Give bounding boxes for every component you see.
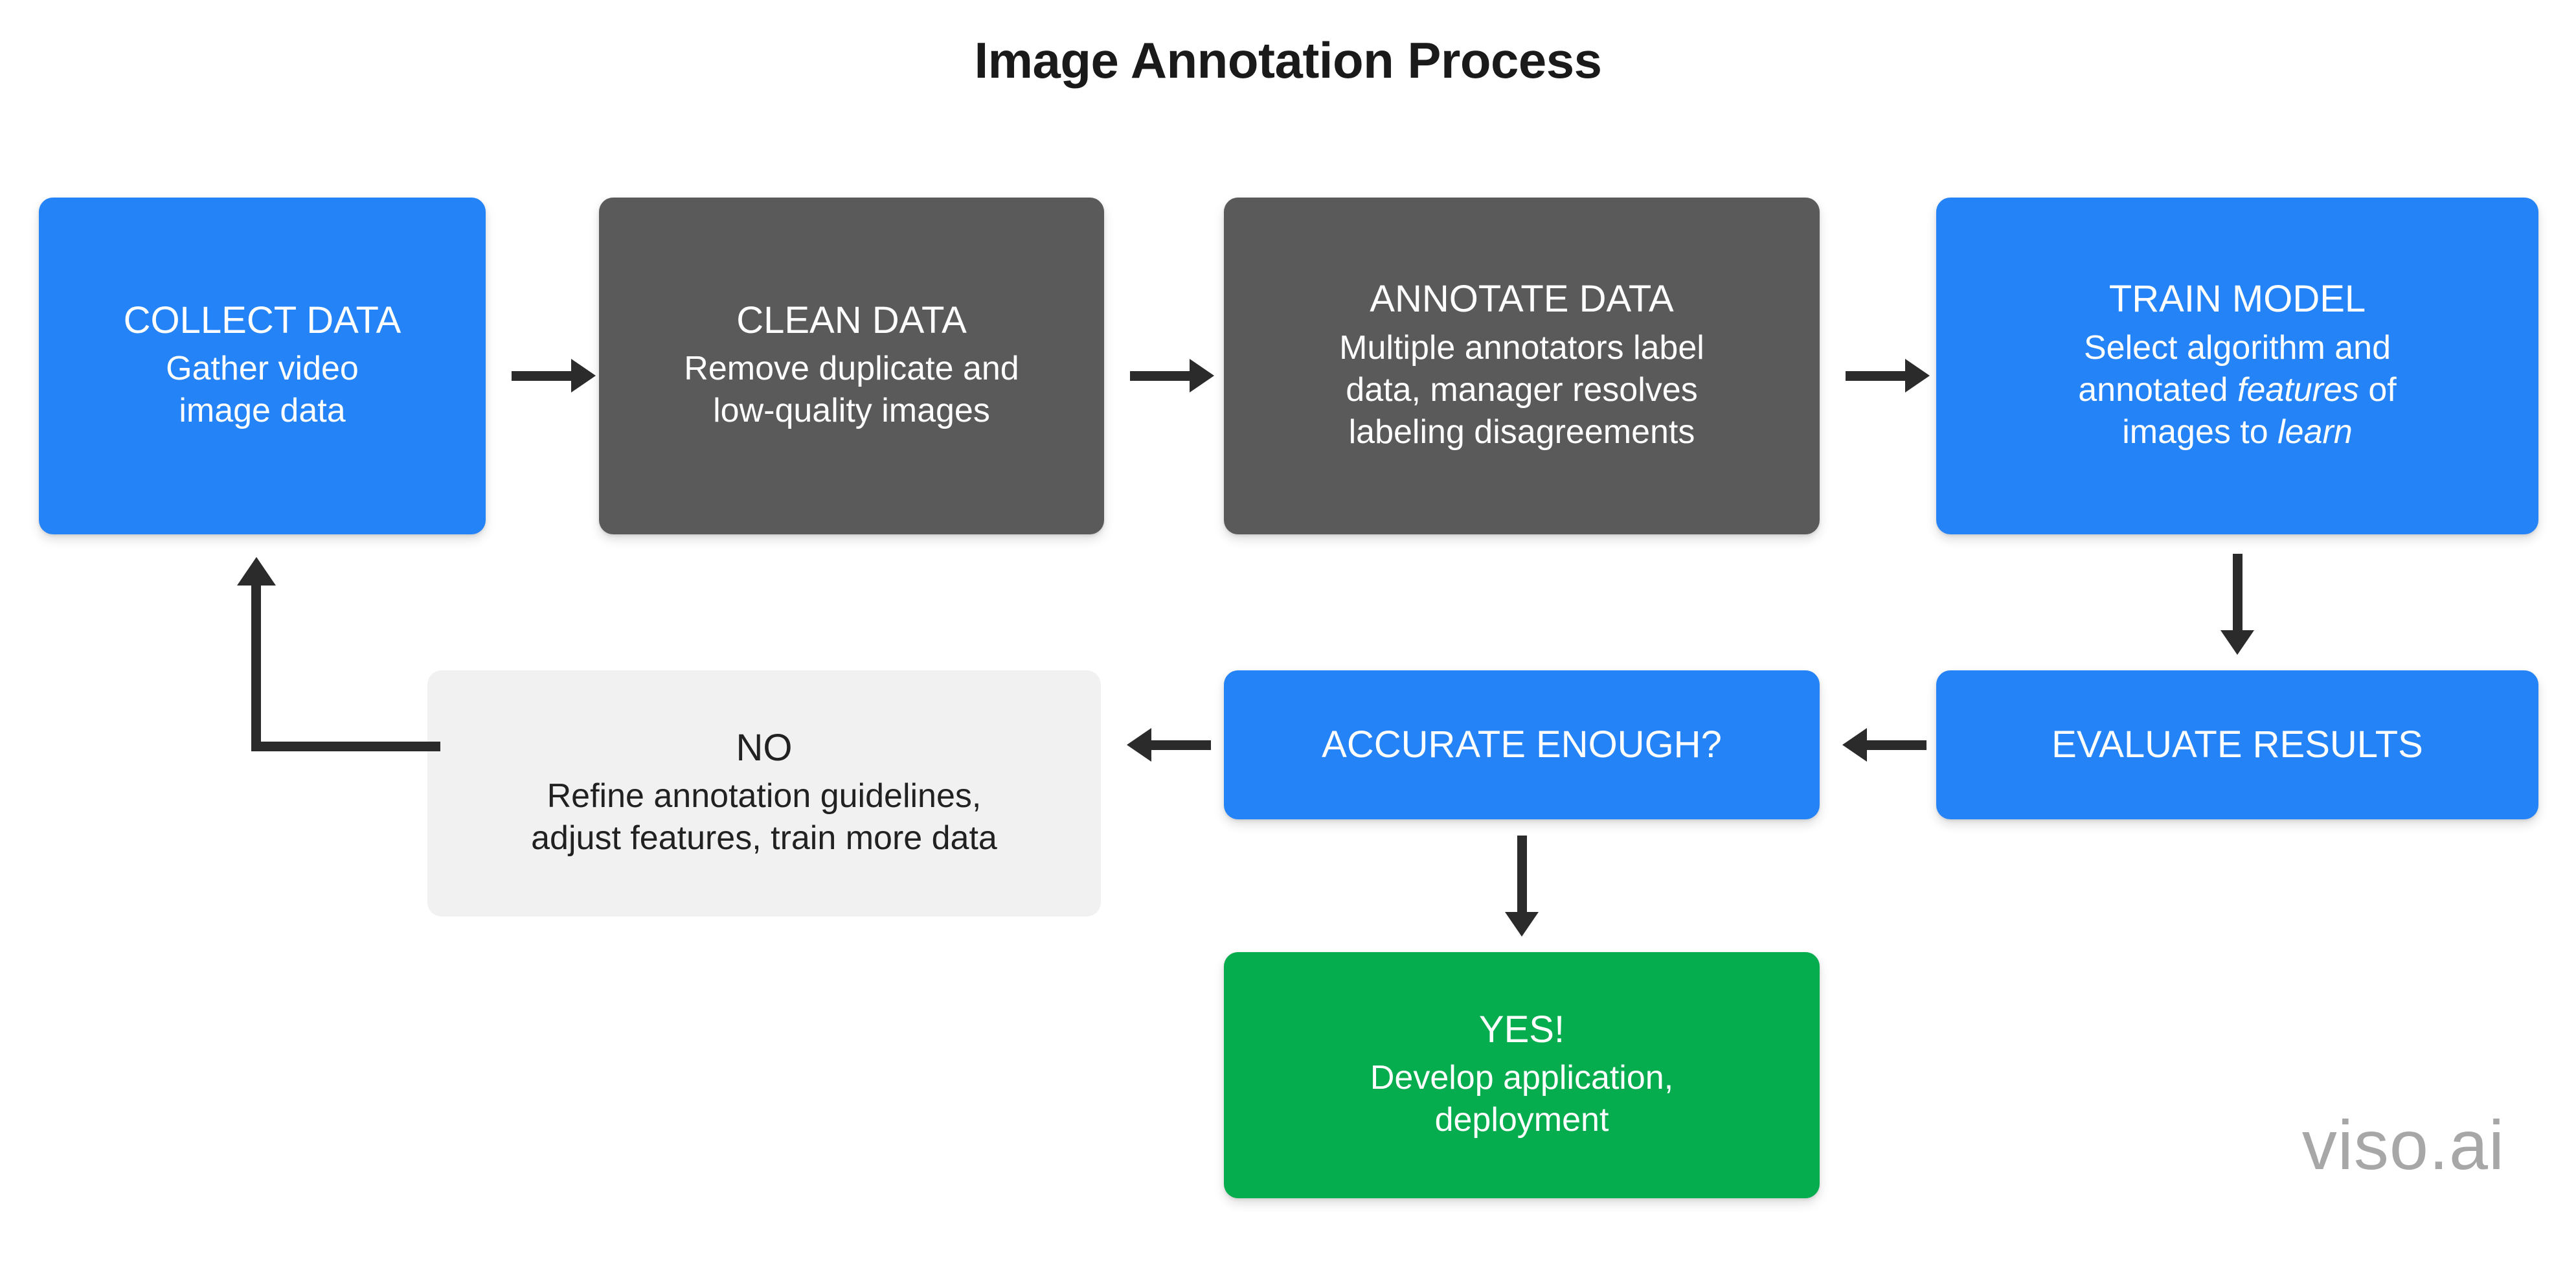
node-yes-branch-heading: YES! (1478, 1008, 1565, 1051)
node-train-model-heading: TRAIN MODEL (2108, 278, 2366, 321)
node-train-model-line2-post: of (2358, 370, 2397, 409)
node-accurate-enough[interactable]: ACCURATE ENOUGH? (1224, 670, 1820, 819)
arrow-collect-to-clean (512, 350, 596, 402)
node-clean-data-body: Remove duplicate and low-quality images (684, 348, 1019, 432)
node-train-model-line2-pre: annotated (2078, 370, 2238, 409)
node-yes-branch-line2: deployment (1434, 1101, 1609, 1139)
node-evaluate-results[interactable]: EVALUATE RESULTS (1936, 670, 2538, 819)
node-no-branch[interactable]: NO Refine annotation guidelines, adjust … (427, 670, 1101, 916)
viso-ai-logo: viso.ai (2301, 1106, 2505, 1184)
node-train-model-line3: images to learn (2078, 411, 2397, 453)
node-collect-data-line2: image data (179, 392, 346, 430)
arrow-accurate-to-no (1127, 719, 1211, 771)
node-clean-data-line2: low-quality images (713, 392, 990, 430)
node-yes-branch-body: Develop application, deployment (1370, 1057, 1673, 1141)
arrow-evaluate-to-accurate (1842, 719, 1926, 771)
node-accurate-enough-heading: ACCURATE ENOUGH? (1322, 723, 1722, 766)
node-no-branch-line2: adjust features, train more data (531, 819, 997, 858)
node-evaluate-results-heading: EVALUATE RESULTS (2051, 723, 2423, 766)
node-annotate-data-line3: labeling disagreements (1348, 413, 1695, 451)
node-yes-branch-line1: Develop application, (1370, 1059, 1674, 1097)
arrow-clean-to-annotate (1130, 350, 1214, 402)
node-train-model-line3-emphasis: learn (2277, 413, 2353, 451)
node-train-model-line3-pre: images to (2122, 413, 2278, 451)
node-collect-data[interactable]: COLLECT DATA Gather video image data (39, 198, 486, 534)
node-train-model-body: Select algorithm and annotated features … (2078, 327, 2397, 453)
page-title: Image Annotation Process (974, 32, 1602, 89)
arrow-no-back-to-collect (237, 557, 440, 751)
elbow-arrowhead-icon (237, 557, 276, 586)
node-annotate-data-line1: Multiple annotators label (1339, 328, 1704, 367)
node-annotate-data-line2: data, manager resolves (1346, 370, 1698, 409)
node-collect-data-heading: COLLECT DATA (123, 299, 401, 341)
node-annotate-data-body: Multiple annotators label data, manager … (1339, 327, 1704, 453)
arrow-accurate-to-yes (1496, 836, 1548, 939)
node-train-model-line2-emphasis: features (2237, 370, 2359, 409)
node-train-model-line1: Select algorithm and (2083, 328, 2391, 367)
node-annotate-data-heading: ANNOTATE DATA (1370, 278, 1674, 321)
node-clean-data-line1: Remove duplicate and (684, 350, 1019, 388)
node-clean-data[interactable]: CLEAN DATA Remove duplicate and low-qual… (599, 198, 1104, 534)
node-train-model-line2: annotated features of (2078, 369, 2397, 411)
node-yes-branch[interactable]: YES! Develop application, deployment (1224, 952, 1820, 1198)
node-collect-data-body: Gather video image data (166, 348, 359, 432)
elbow-vertical-segment (251, 586, 261, 751)
node-collect-data-line1: Gather video (166, 350, 359, 388)
node-train-model[interactable]: TRAIN MODEL Select algorithm and annotat… (1936, 198, 2538, 534)
arrow-annotate-to-train (1846, 350, 1930, 402)
elbow-horizontal-segment (251, 742, 440, 751)
node-clean-data-heading: CLEAN DATA (736, 299, 967, 341)
node-no-branch-heading: NO (736, 726, 793, 769)
node-no-branch-body: Refine annotation guidelines, adjust fea… (531, 775, 997, 859)
arrow-train-to-evaluate (2211, 554, 2263, 657)
node-annotate-data[interactable]: ANNOTATE DATA Multiple annotators label … (1224, 198, 1820, 534)
node-no-branch-line1: Refine annotation guidelines, (547, 777, 982, 815)
